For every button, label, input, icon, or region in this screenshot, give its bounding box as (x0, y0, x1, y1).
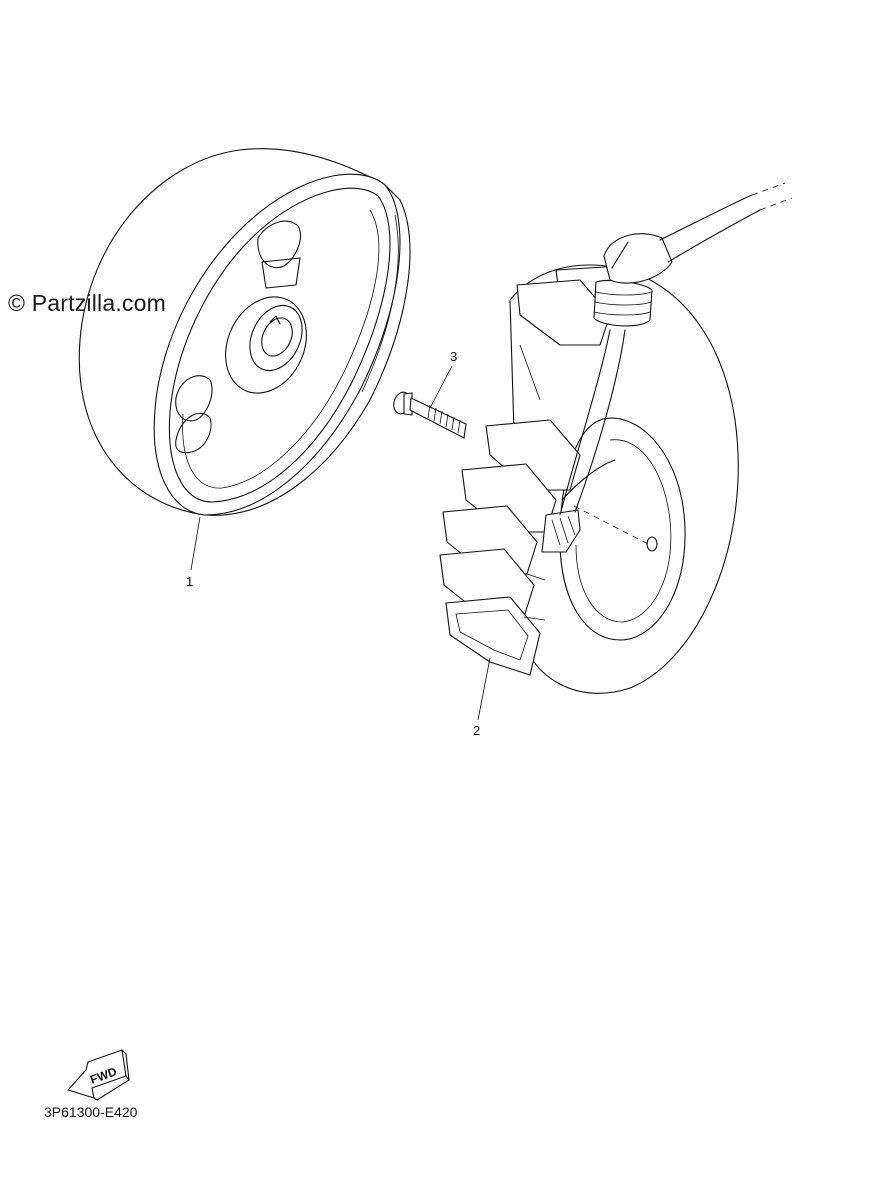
leader-line-part2 (477, 657, 491, 721)
diagram-code: 3P61300-E420 (44, 1104, 138, 1120)
flywheel-rotor-icon[interactable] (78, 148, 411, 516)
leader-line-part1 (190, 516, 201, 571)
leader-line-part3 (429, 365, 453, 409)
watermark-text: © Partzilla.com (8, 290, 166, 316)
screw-icon[interactable] (391, 390, 467, 439)
callout-part3[interactable]: 3 (450, 349, 458, 364)
fwd-arrow-icon: FWD (67, 1049, 130, 1101)
stator-coil-icon[interactable] (439, 182, 793, 694)
callout-part1[interactable]: 1 (186, 574, 194, 589)
callout-part2[interactable]: 2 (473, 723, 481, 738)
